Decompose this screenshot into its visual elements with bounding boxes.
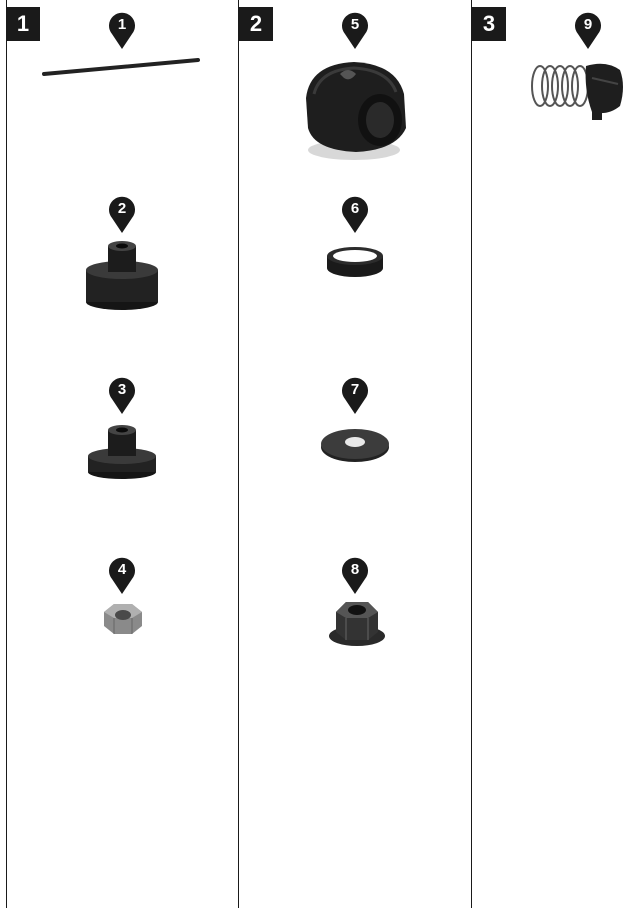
column-divider-1 — [238, 0, 239, 908]
section-badge-1: 1 — [6, 7, 40, 41]
section-badge-2: 2 — [239, 7, 273, 41]
part-number-3: 3 — [108, 380, 136, 400]
column-divider-2 — [471, 0, 472, 908]
column-divider-left — [6, 0, 7, 908]
part-number-8: 8 — [341, 560, 369, 580]
part-marker-4: 4 — [108, 557, 136, 595]
part-marker-5: 5 — [341, 12, 369, 50]
tall-bushing-icon — [82, 236, 162, 312]
ring-icon — [322, 244, 388, 280]
grommet-cap-icon — [296, 54, 414, 162]
washer-icon — [318, 422, 392, 466]
rod-icon — [40, 54, 202, 80]
part-marker-9: 9 — [574, 12, 602, 50]
part-number-7: 7 — [341, 380, 369, 400]
part-marker-3: 3 — [108, 377, 136, 415]
part-marker-6: 6 — [341, 196, 369, 234]
flange-nut-icon — [326, 596, 388, 650]
part-number-4: 4 — [108, 560, 136, 580]
part-marker-1: 1 — [108, 12, 136, 50]
hex-nut-icon — [96, 600, 148, 638]
short-bushing-icon — [84, 420, 160, 482]
part-marker-2: 2 — [108, 196, 136, 234]
part-marker-7: 7 — [341, 377, 369, 415]
part-marker-8: 8 — [341, 557, 369, 595]
part-number-5: 5 — [341, 15, 369, 35]
section-badge-3: 3 — [472, 7, 506, 41]
part-number-2: 2 — [108, 199, 136, 219]
part-number-6: 6 — [341, 199, 369, 219]
part-number-1: 1 — [108, 15, 136, 35]
part-number-9: 9 — [574, 15, 602, 35]
spring-cap-icon — [526, 56, 626, 128]
